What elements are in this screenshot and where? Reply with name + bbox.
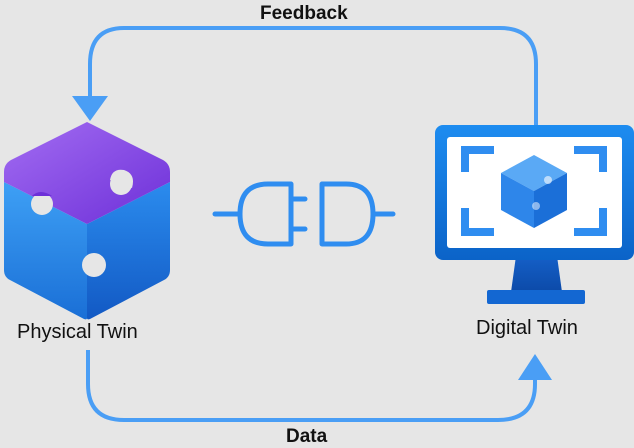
data-arrow <box>86 350 552 422</box>
plug-socket-icon <box>212 181 396 247</box>
monitor-stand <box>511 256 562 292</box>
feedback-label: Feedback <box>260 3 348 24</box>
feedback-arrowhead <box>72 96 108 121</box>
physical-twin-label: Physical Twin <box>17 321 138 343</box>
monitor-cube-icon <box>435 125 634 304</box>
data-label: Data <box>286 426 328 447</box>
digital-twin-label: Digital Twin <box>476 317 578 339</box>
monitor-base <box>487 290 585 304</box>
focus-brackets <box>461 146 607 236</box>
puzzle-cube-icon <box>4 122 170 320</box>
feedback-arrow <box>72 26 538 128</box>
data-arrowhead <box>518 354 552 380</box>
